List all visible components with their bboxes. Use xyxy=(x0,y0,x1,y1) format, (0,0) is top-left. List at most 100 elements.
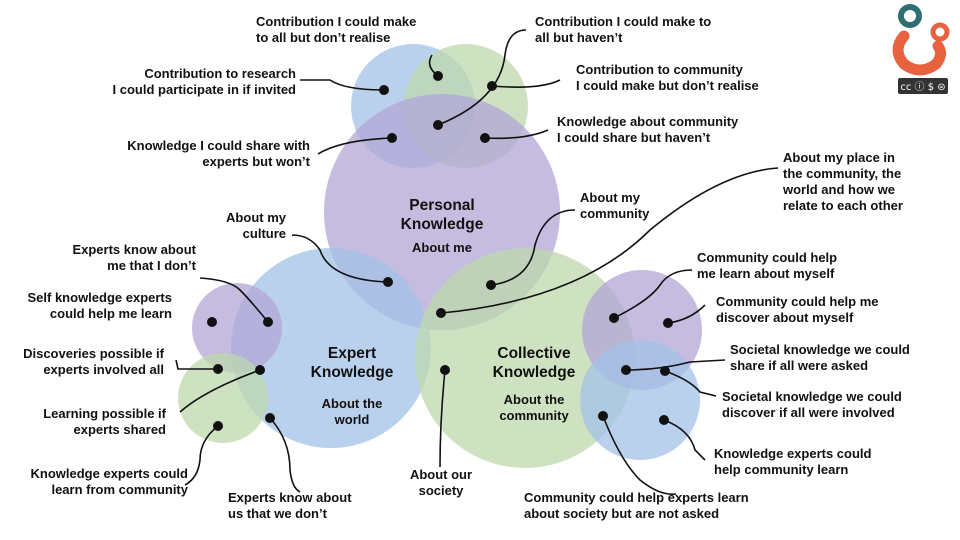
label-societal-discover: Societal knowledge we could discover if … xyxy=(722,389,902,421)
label-line: About my xyxy=(580,190,640,205)
logo-ring-top xyxy=(898,4,922,28)
expert-subtitle-line: About the xyxy=(321,396,383,411)
label-line: us that we don’t xyxy=(228,506,327,521)
dot xyxy=(480,133,490,143)
logo: cc ⓘ $ ⊜ xyxy=(892,4,950,94)
label-about-culture: About my culture xyxy=(226,210,286,242)
dot xyxy=(263,317,273,327)
dot xyxy=(207,317,217,327)
label-line: Learning possible if xyxy=(43,406,166,421)
label-place-in-community: About my place in the community, the wor… xyxy=(783,150,903,214)
label-line: discover about myself xyxy=(716,310,854,325)
label-line: discover if all were involved xyxy=(722,405,895,420)
dot xyxy=(213,364,223,374)
label-contrib-research: Contribution to research I could partici… xyxy=(113,66,296,98)
label-line: the community, the xyxy=(783,166,902,181)
connector-experts-know-me xyxy=(199,277,269,323)
label-line: Self knowledge experts xyxy=(27,290,173,305)
label-line: learn from community xyxy=(51,482,188,497)
label-knowledge-experts-wont: Knowledge I could share with experts but… xyxy=(127,138,310,170)
circle-expert xyxy=(231,248,431,448)
connector-about-society xyxy=(439,369,446,468)
label-line: could help me learn xyxy=(49,306,172,321)
label-learning-possible: Learning possible if experts shared xyxy=(43,406,166,438)
expert-title-line: Knowledge xyxy=(310,364,394,381)
expert-subtitle: About the world xyxy=(290,396,414,428)
label-experts-know-us: Experts know about us that we don’t xyxy=(228,490,352,522)
collective-title: Collective Knowledge xyxy=(472,344,596,382)
dot xyxy=(255,365,265,375)
collective-subtitle-line: About the xyxy=(503,392,565,407)
connector-place xyxy=(440,167,779,314)
label-line: I could make but don’t realise xyxy=(576,78,759,93)
dot xyxy=(213,421,223,431)
dot xyxy=(440,365,450,375)
circle-right-bottom xyxy=(580,340,700,460)
collective-title-line: Knowledge xyxy=(492,364,576,381)
label-contrib-all-havent: Contribution I could make to all but hav… xyxy=(535,14,711,46)
label-line: community xyxy=(580,206,650,221)
connector-experts-learn xyxy=(184,425,219,486)
personal-title: Personal Knowledge xyxy=(380,196,504,234)
label-about-society: About our society xyxy=(394,467,488,499)
label-line: About my xyxy=(226,210,286,225)
dot xyxy=(621,365,631,375)
cc-license-badge xyxy=(898,78,948,94)
label-line: experts shared xyxy=(73,422,167,437)
circle-left-top xyxy=(192,283,282,373)
label-line: world and how we xyxy=(783,182,895,197)
connector-contrib-community xyxy=(491,79,561,88)
personal-title-line: Personal xyxy=(409,197,475,214)
logo-arc xyxy=(892,30,947,76)
dot xyxy=(663,318,673,328)
label-line: Knowledge I could share with xyxy=(127,138,310,153)
venn-circles xyxy=(178,44,702,468)
label-about-community: About my community xyxy=(580,190,649,222)
dot xyxy=(660,366,670,376)
dot xyxy=(387,133,397,143)
label-line: Community could help xyxy=(697,250,838,265)
label-community-help-discover: Community could help me discover about m… xyxy=(716,294,879,326)
dot xyxy=(487,81,497,91)
label-line: Contribution to research xyxy=(144,66,296,81)
label-discoveries: Discoveries possible if experts involved… xyxy=(23,346,164,378)
connector-contrib-all-havent xyxy=(437,29,527,126)
label-line: experts involved all xyxy=(43,362,164,377)
connector-experts-know-us xyxy=(269,417,301,493)
circle-collective xyxy=(415,248,635,468)
label-line: Contribution to community xyxy=(576,62,743,77)
label-line: me learn about myself xyxy=(697,266,835,281)
label-line: experts but won’t xyxy=(202,154,310,169)
dot xyxy=(433,71,443,81)
dot xyxy=(265,413,275,423)
dot xyxy=(436,308,446,318)
dot xyxy=(609,313,619,323)
label-line: Contribution I could make to xyxy=(535,14,712,29)
label-line: Experts know about xyxy=(228,490,352,505)
label-line: Knowledge experts could xyxy=(30,466,188,481)
label-line: I could share but haven’t xyxy=(557,130,711,145)
collective-subtitle-line: community xyxy=(499,408,569,423)
label-line: Discoveries possible if xyxy=(23,346,164,361)
personal-title-line: Knowledge xyxy=(400,216,484,233)
label-line: Contribution I could make xyxy=(256,14,417,29)
label-line: Community could help experts learn xyxy=(524,490,749,505)
label-line: Community could help me xyxy=(716,294,879,309)
connector-community-help-learn xyxy=(613,269,693,319)
connector-about-culture xyxy=(291,234,389,283)
cc-license-text: cc ⓘ $ ⊜ xyxy=(900,81,945,93)
label-line: About my place in xyxy=(783,150,895,165)
label-societal-share: Societal knowledge we could share if all… xyxy=(730,342,910,374)
dot xyxy=(486,280,496,290)
label-line: about society but are not asked xyxy=(524,506,720,521)
collective-subtitle: About the community xyxy=(472,392,596,424)
label-line: me that I don’t xyxy=(107,258,196,273)
connector-knowledge-community xyxy=(484,129,549,140)
connector-lines xyxy=(175,29,779,496)
label-experts-learn: Knowledge experts could learn from commu… xyxy=(31,466,188,498)
label-community-help-experts: Community could help experts learn about… xyxy=(524,490,749,522)
label-line: Societal knowledge we could xyxy=(722,389,902,404)
connector-dots xyxy=(207,71,673,431)
dot xyxy=(598,411,608,421)
label-line: I could participate in if invited xyxy=(112,82,296,97)
